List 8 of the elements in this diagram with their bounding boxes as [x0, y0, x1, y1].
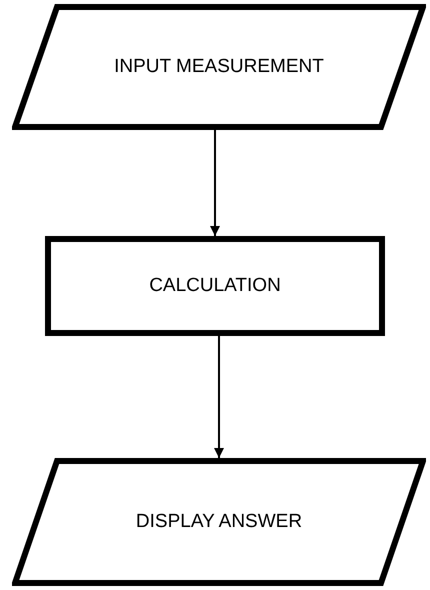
- arrow: [214, 336, 224, 458]
- input-output-parallelogram: [12, 458, 426, 586]
- process-box: [45, 236, 385, 336]
- node-label: INPUT MEASUREMENT: [114, 54, 324, 79]
- arrow: [210, 130, 220, 236]
- node-label: CALCULATION: [149, 274, 281, 298]
- input-output-parallelogram: [12, 4, 426, 130]
- node-label: DISPLAY ANSWER: [136, 510, 302, 534]
